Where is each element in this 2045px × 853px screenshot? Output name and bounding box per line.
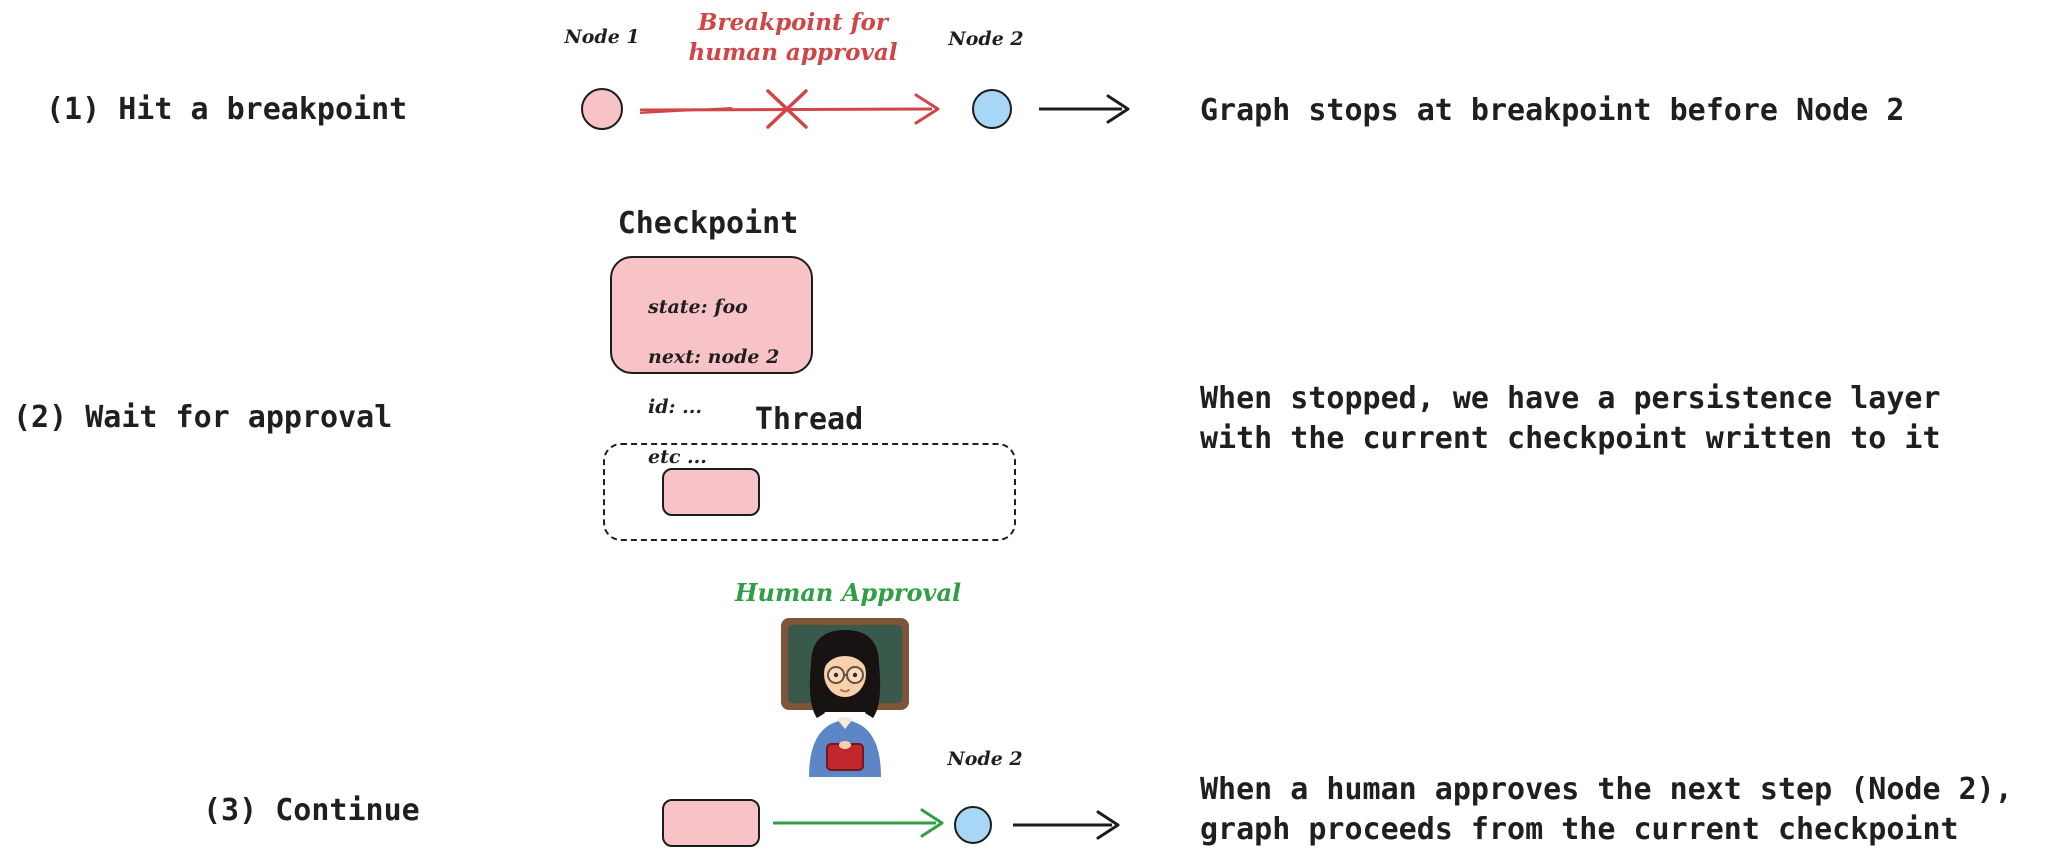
thread-box: [603, 443, 1016, 541]
thread-title: Thread: [754, 402, 864, 437]
checkpoint-line-state: state: foo: [648, 296, 748, 318]
step3-result: When a human approves the next step (Nod…: [1200, 772, 2013, 847]
checkpoint-rect-continue: [662, 799, 760, 847]
continue-arrow-1: [1039, 94, 1130, 124]
step3-label: (3) Continue: [203, 793, 420, 828]
node2-circle: [972, 89, 1012, 129]
checkpoint-contents: state: foo next: node 2 id: ... etc ...: [612, 258, 811, 495]
checkpoint-line-id: id: ...: [648, 396, 702, 418]
checkpoint-title: Checkpoint: [617, 206, 799, 241]
step1-label: (1) Hit a breakpoint: [46, 92, 408, 127]
node2-circle-continue: [954, 806, 992, 844]
checkpoint-box: state: foo next: node 2 id: ... etc ...: [610, 256, 813, 468]
continue-arrow-3: [1013, 810, 1120, 840]
breakpoint-label: Breakpoint for human approval: [688, 9, 898, 66]
breakpoint-arrow: [639, 89, 940, 129]
step2-label: (2) Wait for approval: [13, 400, 393, 435]
checkpoint-line-etc: etc ...: [648, 446, 707, 468]
woman-teacher-emoji: [781, 618, 909, 777]
step2-result: When stopped, we have a persistence laye…: [1200, 381, 1941, 456]
thread-checkpoint-rect: [662, 468, 760, 516]
node1-circle: [581, 88, 623, 130]
human-approval-label: Human Approval: [734, 578, 962, 607]
node2-label-continue: Node 2: [947, 748, 1023, 770]
node2-label: Node 2: [948, 28, 1024, 50]
step1-result: Graph stops at breakpoint before Node 2: [1200, 93, 1905, 128]
approved-arrow: [773, 808, 944, 838]
node1-label: Node 1: [564, 26, 640, 48]
checkpoint-line-next: next: node 2: [648, 346, 780, 368]
